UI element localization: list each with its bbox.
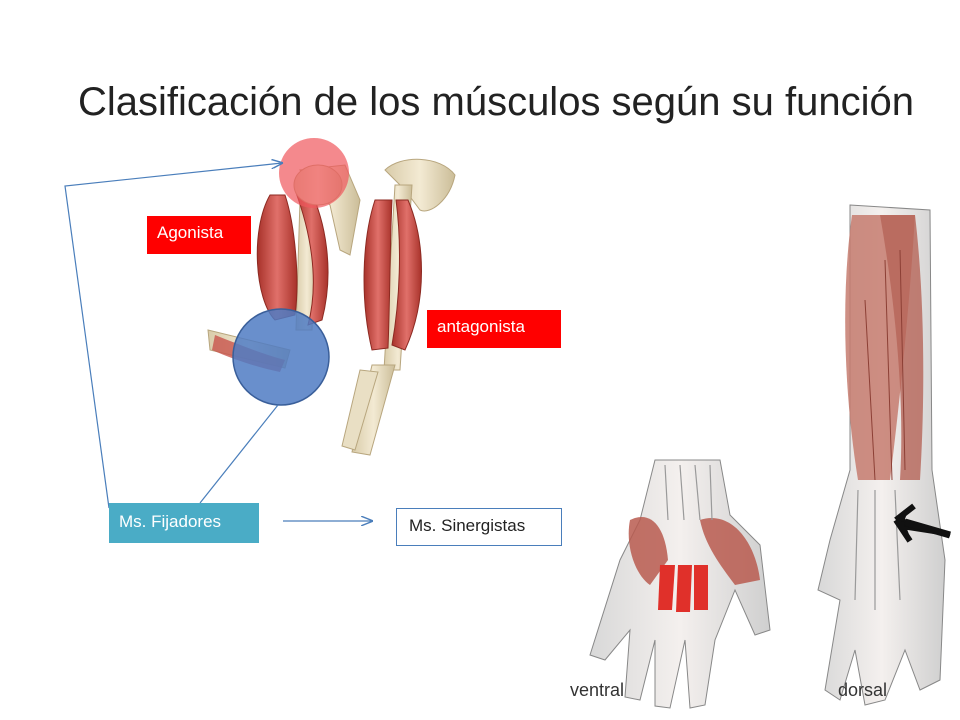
slide-title: Clasificación de los músculos según su f…: [78, 80, 914, 124]
dorsal-forearm-illustration: [817, 204, 951, 706]
agonista-label: Agonista: [147, 216, 251, 254]
ventral-caption: ventral: [570, 680, 625, 700]
sinergistas-label: Ms. Sinergistas: [396, 508, 562, 546]
ventral-hand-illustration: [589, 459, 771, 709]
dorsal-caption: dorsal: [838, 680, 888, 700]
elbow-joint-highlight: [232, 308, 330, 406]
extended-arm-illustration: [341, 158, 456, 456]
connector-lines: [64, 163, 372, 521]
antagonista-label: antagonista: [427, 310, 561, 348]
shoulder-joint-highlight: [279, 138, 349, 208]
fijadores-label: Ms. Fijadores: [109, 503, 259, 543]
